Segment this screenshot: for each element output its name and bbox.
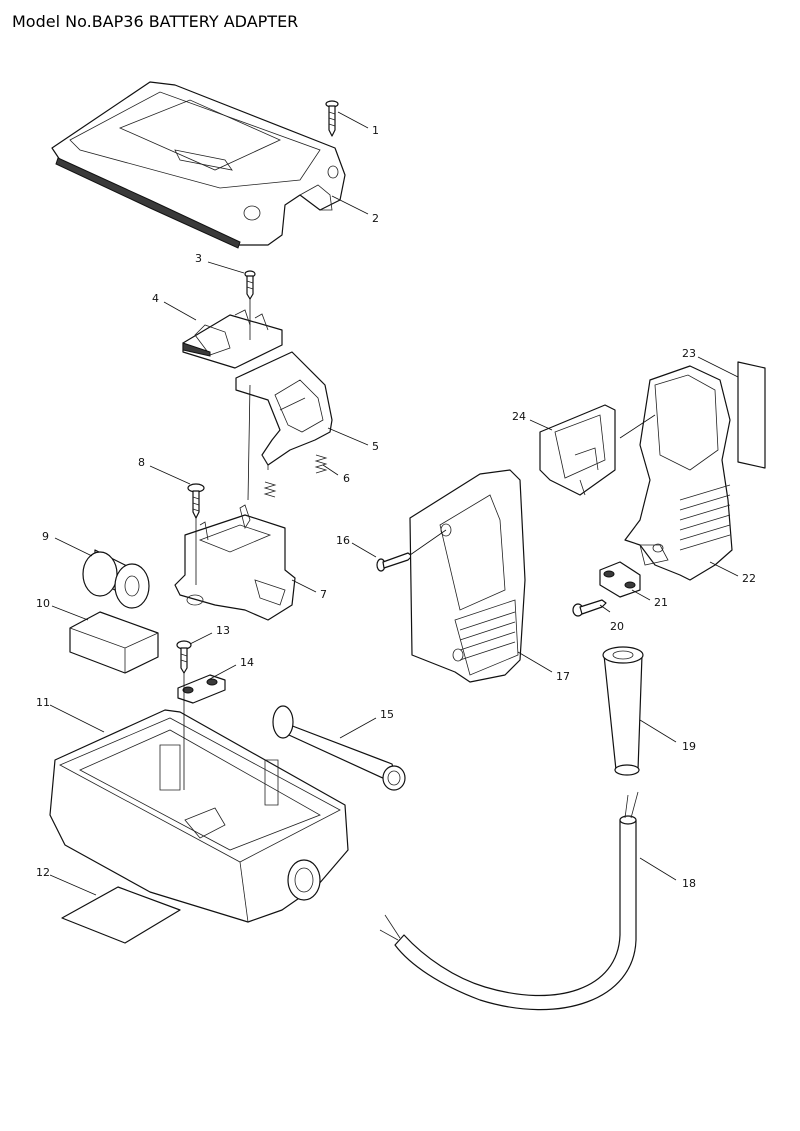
part-24-terminal-block xyxy=(539,404,616,496)
callout-8: 8 xyxy=(138,456,145,469)
part-21-cord-clamp xyxy=(599,561,641,598)
callout-18: 18 xyxy=(682,877,696,890)
part-19-cord-guard xyxy=(602,646,644,776)
part-22-handle-housing xyxy=(624,365,733,581)
part-15-cord-guard xyxy=(272,705,406,791)
callout-13: 13 xyxy=(216,624,230,637)
callout-2: 2 xyxy=(372,212,379,225)
diagram-title: Model No.BAP36 BATTERY ADAPTER xyxy=(12,12,299,31)
part-14-cord-clamp xyxy=(177,674,226,704)
part-23-label xyxy=(737,361,766,469)
callout-10: 10 xyxy=(36,597,50,610)
callout-20: 20 xyxy=(610,620,624,633)
part-8-screw xyxy=(187,483,205,519)
callout-14: 14 xyxy=(240,656,254,669)
part-1-screw xyxy=(325,100,339,137)
callout-12: 12 xyxy=(36,866,50,879)
part-2-top-cover xyxy=(51,81,346,249)
callout-23: 23 xyxy=(682,347,696,360)
leader-lines xyxy=(49,111,739,896)
callout-24: 24 xyxy=(512,410,526,423)
part-20-screw xyxy=(572,599,607,617)
part-16-screw xyxy=(376,552,413,572)
part-11-housing xyxy=(49,709,349,923)
callout-7: 7 xyxy=(320,588,327,601)
callout-5: 5 xyxy=(372,440,379,453)
callout-16: 16 xyxy=(336,534,350,547)
callout-labels: 1 2 3 4 5 6 7 8 9 10 11 12 13 14 15 16 1… xyxy=(36,124,756,890)
part-10-block xyxy=(69,611,159,674)
part-9-ferrite-core xyxy=(82,549,150,609)
assembly-axis-lines xyxy=(183,298,656,790)
part-6-springs xyxy=(263,454,328,498)
callout-15: 15 xyxy=(380,708,394,721)
part-13-screw xyxy=(176,640,192,674)
part-7-base-holder xyxy=(174,504,296,621)
callout-1: 1 xyxy=(372,124,379,137)
callout-19: 19 xyxy=(682,740,696,753)
part-3-screw xyxy=(244,270,256,300)
callout-22: 22 xyxy=(742,572,756,585)
callout-17: 17 xyxy=(556,670,570,683)
callout-21: 21 xyxy=(654,596,668,609)
callout-9: 9 xyxy=(42,530,49,543)
callout-11: 11 xyxy=(36,696,50,709)
part-12-label-sheet xyxy=(61,886,181,944)
part-17-handle-cover xyxy=(409,469,526,683)
callout-4: 4 xyxy=(152,292,159,305)
part-18-cord xyxy=(379,791,639,1011)
callout-3: 3 xyxy=(195,252,202,265)
part-4-terminal-bracket xyxy=(182,309,283,369)
callout-6: 6 xyxy=(343,472,350,485)
part-5-holder xyxy=(235,351,333,470)
